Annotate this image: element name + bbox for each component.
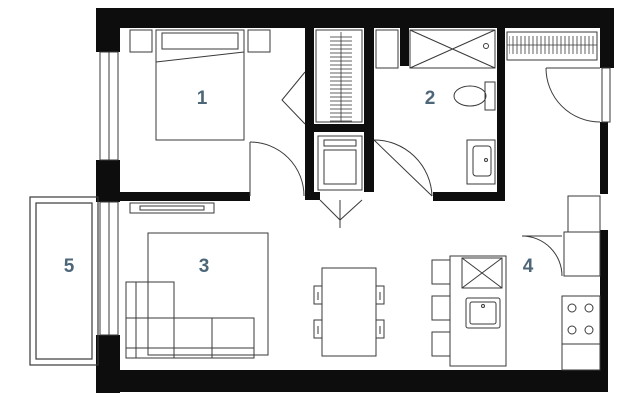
walls: [96, 8, 614, 393]
linen-closet: [506, 31, 598, 61]
room-labels: 1 2 3 4 5: [64, 88, 534, 277]
laundry: [317, 135, 363, 228]
room-label-kitchen: 4: [523, 256, 534, 277]
closet: [281, 29, 363, 125]
bathroom-fixtures: [375, 29, 496, 185]
kitchen-fixtures: [431, 195, 601, 371]
balcony: [29, 196, 99, 366]
living-furniture: [125, 202, 385, 359]
doors: [249, 67, 601, 277]
room-label-bathroom: 2: [425, 88, 436, 109]
windows: [99, 51, 611, 336]
room-label-living: 3: [199, 256, 210, 277]
room-label-balcony: 5: [64, 256, 75, 277]
room-label-bedroom: 1: [197, 88, 208, 109]
bed: [129, 29, 271, 141]
